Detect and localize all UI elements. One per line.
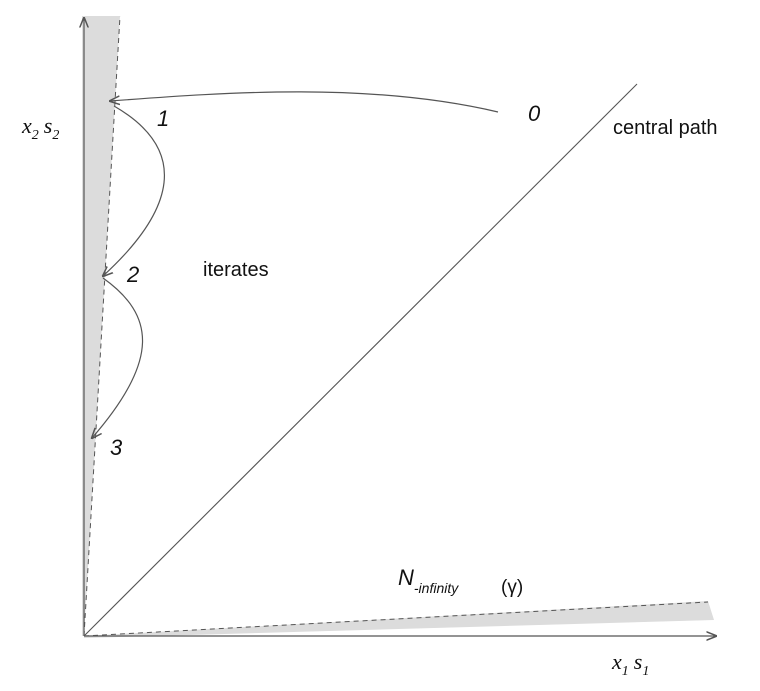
central-path-label: central path [613,117,718,139]
neighborhood-label-subscript: -infinity [414,580,459,596]
iterate-step-1-to-2 [103,105,165,276]
central-path-line [83,83,638,637]
iterate-label-3: 3 [110,435,123,460]
iterate-label-1: 1 [157,106,169,131]
neighborhood-gamma-label: (γ) [501,577,523,598]
neighborhood-label: N-infinity [398,565,459,596]
vertical-neighborhood-region [82,16,120,636]
iterate-step-2-to-3 [92,277,144,438]
iterate-label-2: 2 [126,262,139,287]
iterates-label: iterates [203,259,269,281]
vertical-boundary-dashed [83,15,121,637]
neighborhood-label-main: N [398,565,414,590]
iterate-step-0-to-1 [110,91,499,113]
horizontal-neighborhood-region [84,601,714,638]
iterate-label-0: 0 [528,101,541,126]
